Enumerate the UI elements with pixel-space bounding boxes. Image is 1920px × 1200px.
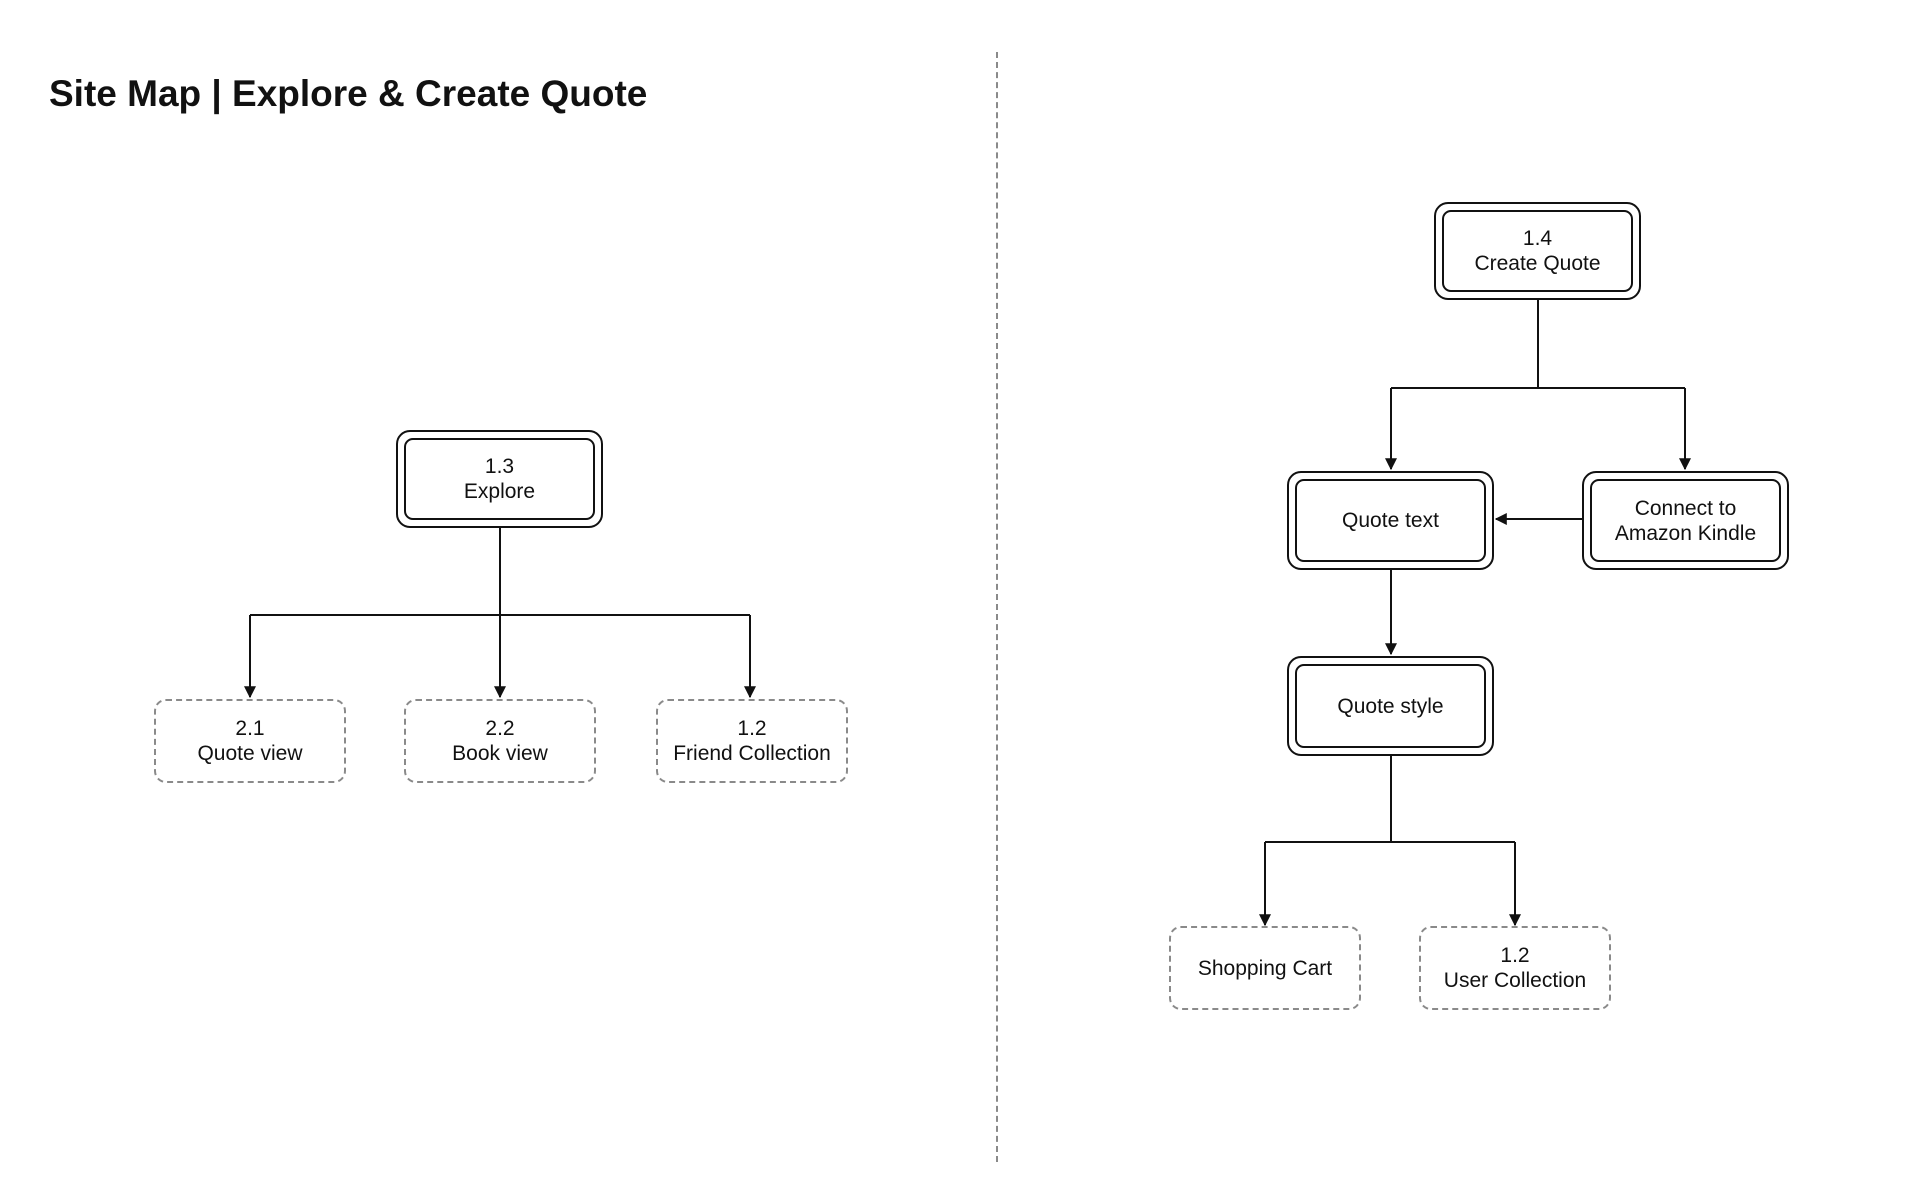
node-create-quote: 1.4 Create Quote — [1434, 202, 1641, 300]
node-create-quote-label: Create Quote — [1474, 252, 1601, 275]
node-quote-view: 2.1 Quote view — [154, 699, 346, 783]
node-connect-kindle-line2: Amazon Kindle — [1614, 521, 1757, 545]
node-quote-style: Quote style — [1287, 656, 1494, 756]
node-explore-number: 1.3 — [484, 455, 515, 478]
node-friend-collection-label: Friend Collection — [673, 742, 831, 765]
node-quote-style-label: Quote style — [1337, 694, 1444, 718]
node-friend-collection: 1.2 Friend Collection — [656, 699, 848, 783]
node-quote-text: Quote text — [1287, 471, 1494, 570]
node-shopping-cart-label: Shopping Cart — [1197, 956, 1333, 980]
node-connect-kindle-line1: Connect to — [1634, 496, 1737, 520]
node-user-collection-label: User Collection — [1443, 969, 1587, 992]
node-book-view-number: 2.2 — [485, 717, 515, 740]
node-book-view: 2.2 Book view — [404, 699, 596, 783]
node-friend-collection-number: 1.2 — [737, 717, 767, 740]
node-explore-label: Explore — [463, 480, 536, 503]
node-create-quote-number: 1.4 — [1522, 227, 1553, 250]
node-quote-view-number: 2.1 — [235, 717, 265, 740]
node-quote-view-label: Quote view — [197, 742, 303, 765]
node-quote-text-label: Quote text — [1342, 509, 1439, 532]
node-user-collection-number: 1.2 — [1500, 944, 1530, 967]
node-connect-kindle: Connect to Amazon Kindle — [1582, 471, 1789, 570]
section-divider — [996, 52, 998, 1162]
page-title: Site Map | Explore & Create Quote — [49, 73, 648, 114]
node-shopping-cart: Shopping Cart — [1169, 926, 1361, 1010]
node-user-collection: 1.2 User Collection — [1419, 926, 1611, 1010]
node-explore: 1.3 Explore — [396, 430, 603, 528]
node-book-view-label: Book view — [452, 742, 548, 765]
